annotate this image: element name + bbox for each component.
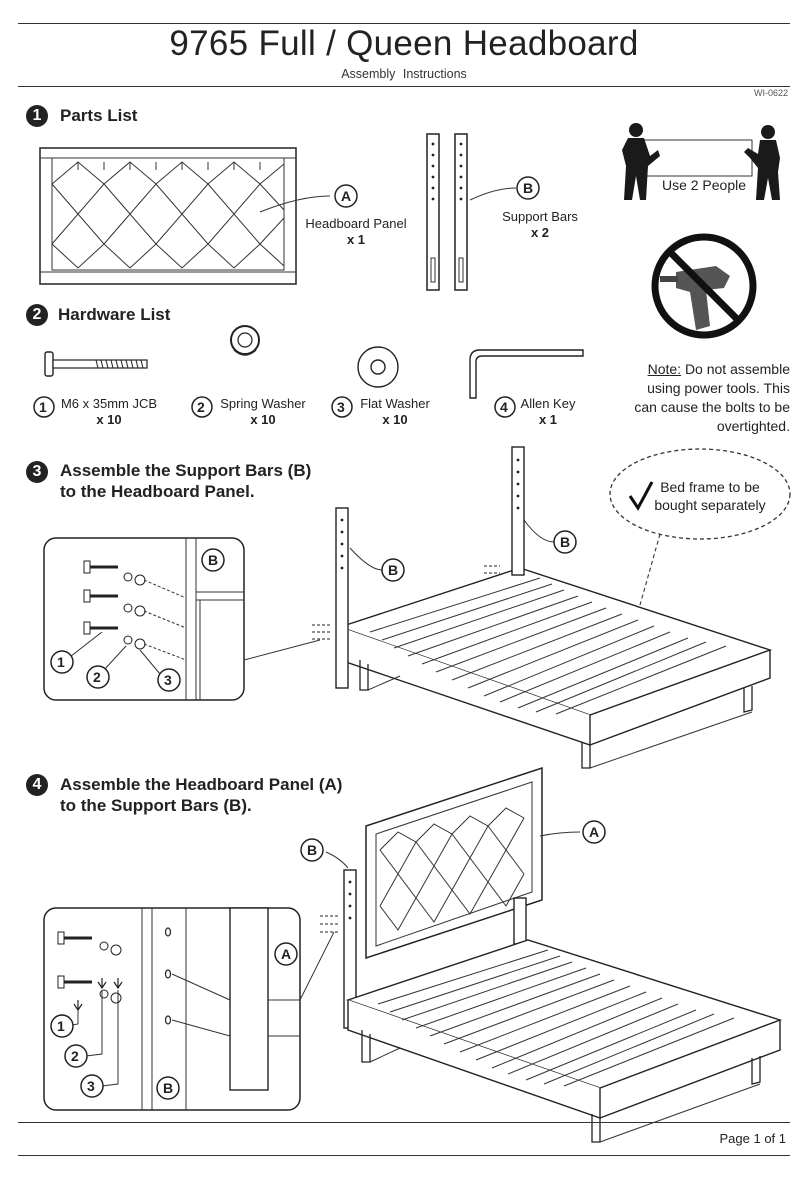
bed-frame-callout xyxy=(609,448,791,606)
headboard-panel-drawing: A B xyxy=(39,133,540,291)
note-label: Note: xyxy=(647,361,682,377)
step4-heading-line1: Assemble the Headboard Panel (A) xyxy=(60,775,343,794)
two-people-label: Use 2 People xyxy=(661,177,747,193)
hw3-number: 3 xyxy=(337,399,345,415)
footer-rule-top xyxy=(18,1122,790,1123)
callout-text: Bed frame to be bought separately xyxy=(654,479,766,513)
part-a-qty: x 1 xyxy=(346,232,366,247)
header-rule xyxy=(18,86,790,87)
step4-heading-line2: to the Support Bars (B). xyxy=(60,796,252,815)
step3-number: 3 xyxy=(26,461,48,483)
step4-panel-a: A xyxy=(589,824,599,840)
step1-number: 1 xyxy=(26,105,48,127)
label-a-part: A xyxy=(341,188,351,204)
step2-heading: Hardware List xyxy=(58,305,171,324)
step4-heading: Assemble the Headboard Panel (A) to the … xyxy=(60,774,342,816)
top-rule xyxy=(18,23,790,24)
step3-inset-2: 2 xyxy=(93,669,101,685)
no-power-tools-icon xyxy=(651,233,757,339)
step4-inset-b: B xyxy=(163,1080,173,1096)
page-number: Page 1 of 1 xyxy=(719,1131,787,1146)
step1-heading: Parts List xyxy=(60,106,138,125)
page-title: 9765 Full / Queen Headboard xyxy=(169,24,639,63)
hw4-qty: x 1 xyxy=(538,412,558,427)
part-b-qty: x 2 xyxy=(530,225,550,240)
step4-inset-2: 2 xyxy=(71,1048,79,1064)
hw4-number: 4 xyxy=(500,399,508,415)
step3-heading-line2: to the Headboard Panel. xyxy=(60,482,255,501)
step3-drawing: B 1 2 3 B B xyxy=(43,446,773,769)
two-people-icon xyxy=(622,123,780,200)
doc-id: WI-0622 xyxy=(753,88,788,98)
hw1-qty: x 10 xyxy=(96,412,122,427)
step4-drawing: A B 1 2 3 A B xyxy=(43,766,783,1143)
step2-number: 2 xyxy=(26,304,48,326)
note-text: Note: Do not assemble using power tools.… xyxy=(628,360,790,436)
label-b-part: B xyxy=(523,180,533,196)
step3-inset-1: 1 xyxy=(57,654,65,670)
hardware-drawing: 1 2 3 4 xyxy=(33,325,584,418)
hw2-number: 2 xyxy=(197,399,205,415)
page-subtitle: Assembly Instructions xyxy=(341,67,467,81)
step3-inset-3: 3 xyxy=(164,672,172,688)
note-body: Do not assemble using power tools. This … xyxy=(634,361,790,434)
step3-heading: Assemble the Support Bars (B) to the Hea… xyxy=(60,460,311,502)
step4-inset-a: A xyxy=(281,946,291,962)
step3-bar-b2: B xyxy=(560,534,570,550)
hw2-qty: x 10 xyxy=(250,412,276,427)
step4-inset-1: 1 xyxy=(57,1018,65,1034)
hw3-qty: x 10 xyxy=(382,412,408,427)
hw1-number: 1 xyxy=(39,399,47,415)
footer-rule-bottom xyxy=(18,1155,790,1156)
step3-inset-b: B xyxy=(208,552,218,568)
step4-bar-b: B xyxy=(307,842,317,858)
step4-inset-3: 3 xyxy=(87,1078,95,1094)
step3-heading-line1: Assemble the Support Bars (B) xyxy=(60,461,312,480)
step4-number: 4 xyxy=(26,774,48,796)
step3-bar-b1: B xyxy=(388,562,398,578)
checkmark-icon xyxy=(628,481,654,511)
